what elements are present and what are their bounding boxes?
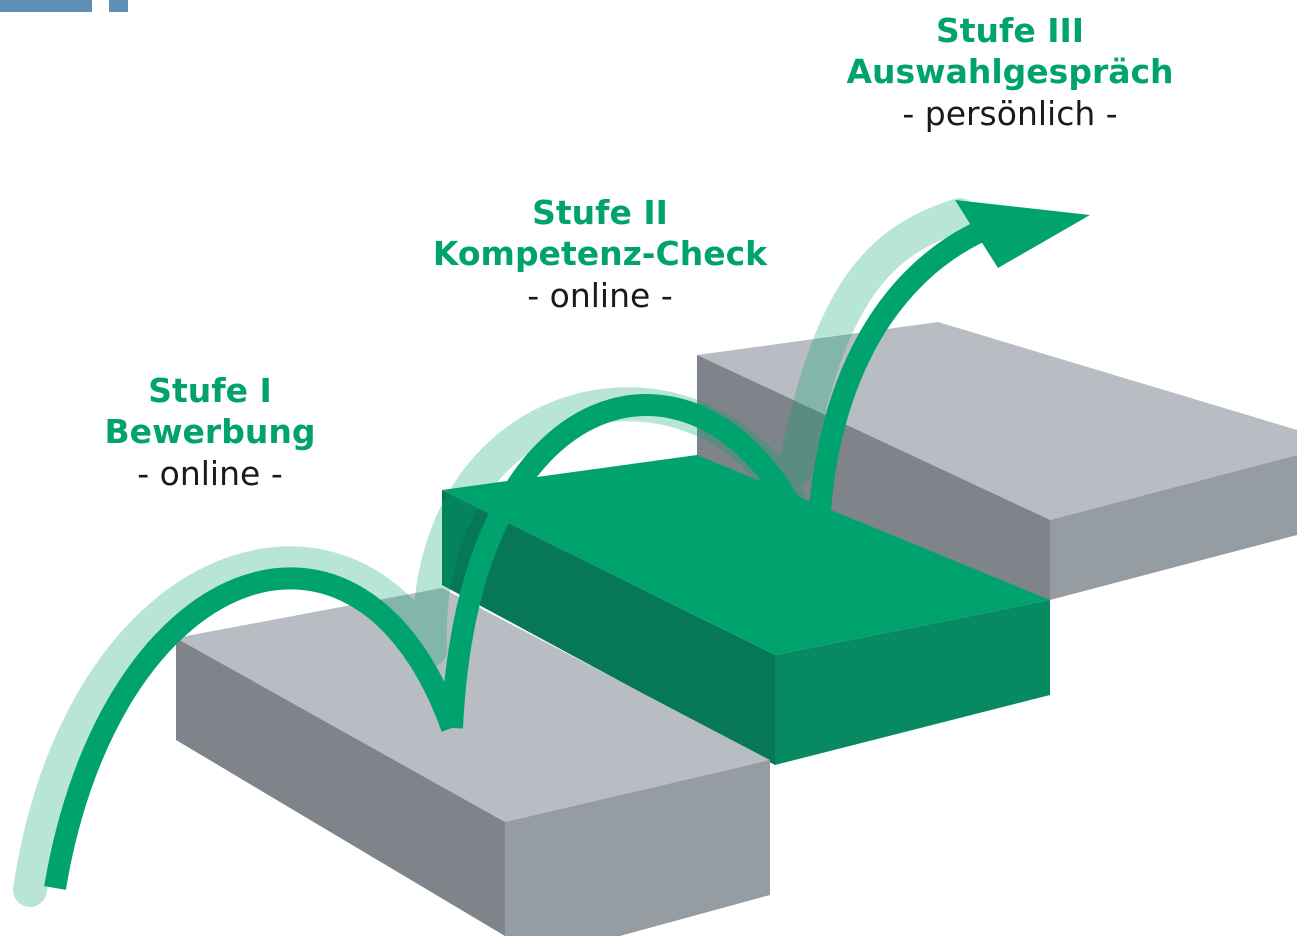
stage-subtitle: Kompetenz-Check [432, 234, 768, 274]
step-1-block [176, 588, 770, 936]
arrow-head-icon [955, 200, 1090, 268]
stage-2-label: Stufe II Kompetenz-Check - online - [360, 192, 840, 316]
stage-subtitle: Auswahlgespräch [846, 52, 1174, 92]
stage-title: Stufe III [935, 11, 1085, 50]
stage-mode: - online - [527, 275, 673, 315]
stage-title: Stufe II [532, 193, 668, 232]
header-bar-segment [109, 0, 128, 12]
header-bar-segment [0, 0, 92, 12]
stage-mode: - persönlich - [902, 93, 1118, 133]
stage-title: Stufe I [148, 371, 272, 410]
stage-subtitle: Bewerbung [104, 412, 316, 452]
stage-mode: - online - [137, 453, 283, 493]
step-2-block [442, 455, 1050, 765]
progress-arrow [44, 200, 1090, 890]
stage-1-label: Stufe I Bewerbung - online - [60, 370, 360, 494]
stage-3-label: Stufe III Auswahlgespräch - persönlich - [770, 10, 1250, 134]
